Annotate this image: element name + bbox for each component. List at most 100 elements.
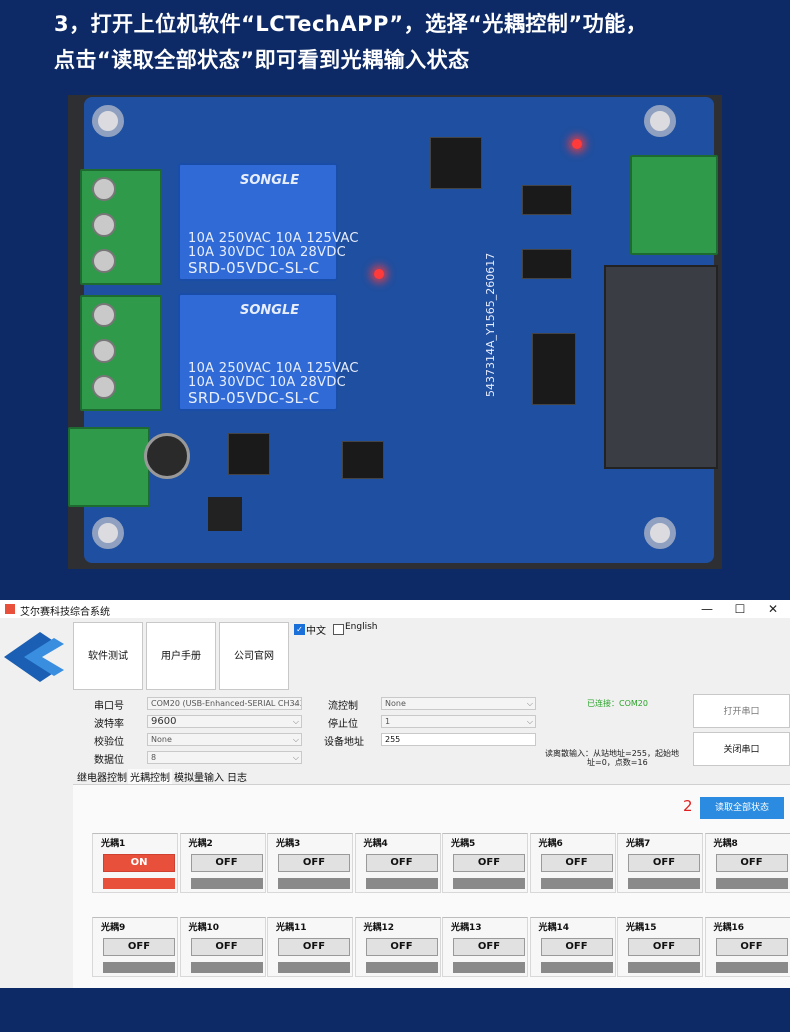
optocoupler-name: 光耦9: [101, 923, 126, 933]
optocoupler-state-button[interactable]: OFF: [278, 938, 350, 956]
relay-model: SRD-05VDC-SL-C: [188, 259, 320, 277]
optocoupler-state-button[interactable]: ON: [103, 854, 175, 872]
terminal-block: [80, 169, 162, 285]
parity-label: 校验位: [94, 737, 124, 748]
port-select[interactable]: COM20 (USB-Enhanced-SERIAL CH343⌵: [147, 697, 302, 710]
chinese-checkbox[interactable]: ✓: [294, 624, 305, 635]
inductor: [208, 497, 242, 531]
databits-select[interactable]: 8⌵: [147, 751, 302, 764]
optocoupler-state-button[interactable]: OFF: [540, 938, 613, 956]
app-window: 艾尔赛科技综合系统 — ☐ ✕ ✓ 中文 English 软件测试 用户手册 公…: [0, 600, 790, 988]
input-terminal: [630, 155, 718, 255]
title-bar: 艾尔赛科技综合系统 — ☐ ✕: [0, 600, 790, 618]
open-port-button[interactable]: 打开串口: [693, 694, 790, 728]
optocoupler-name: 光耦11: [276, 923, 307, 933]
tab-analog-input[interactable]: 模拟量输入: [174, 773, 224, 784]
flow-select[interactable]: None⌵: [381, 697, 536, 710]
relay-model: SRD-05VDC-SL-C: [188, 389, 320, 407]
optocoupler-indicator: [628, 878, 700, 889]
optocoupler-indicator: [190, 878, 263, 889]
optocoupler-state-button[interactable]: OFF: [540, 854, 613, 872]
capacitor: [144, 433, 190, 479]
optocoupler-name: 光耦8: [713, 839, 738, 849]
optocoupler-state-button[interactable]: OFF: [190, 938, 263, 956]
optocoupler-name: 光耦13: [451, 923, 482, 933]
chevron-down-icon: ⌵: [292, 735, 299, 744]
screw: [92, 249, 116, 273]
baud-select[interactable]: 9600⌵: [147, 715, 302, 728]
tab-relay-control[interactable]: 继电器控制: [77, 773, 127, 784]
close-port-button[interactable]: 关闭串口: [693, 732, 790, 766]
optocoupler-indicator: [453, 962, 525, 973]
optocoupler-indicator: [715, 962, 788, 973]
close-button[interactable]: ✕: [767, 602, 779, 616]
baud-value: 9600: [151, 716, 177, 727]
read-all-status-button[interactable]: 读取全部状态: [700, 797, 784, 819]
optocoupler-chip: [522, 185, 572, 215]
optocoupler-name: 光耦2: [188, 839, 213, 849]
status-led: [374, 269, 384, 279]
optocoupler-name: 光耦16: [713, 923, 745, 933]
relay-brand: SONGLE: [240, 173, 300, 188]
optocoupler-name: 光耦3: [276, 839, 301, 849]
tab-optocoupler-control[interactable]: 光耦控制: [128, 769, 172, 784]
mcu-chip: [430, 137, 482, 189]
optocoupler-state-button[interactable]: OFF: [365, 938, 438, 956]
board-code: 5437314A_Y1565_260617: [484, 252, 497, 397]
optocoupler-state-button[interactable]: OFF: [453, 938, 525, 956]
optocoupler-state-button[interactable]: OFF: [628, 938, 700, 956]
parity-value: None: [151, 735, 172, 744]
baud-label: 波特率: [94, 719, 124, 730]
flow-label: 流控制: [328, 701, 358, 712]
optocoupler-indicator: [278, 962, 350, 973]
parity-select[interactable]: None ⌵: [147, 733, 302, 746]
optocoupler-state-button[interactable]: OFF: [715, 938, 788, 956]
screw: [92, 213, 116, 237]
optocoupler-chip: [522, 249, 572, 279]
app-icon: [5, 604, 15, 614]
optocoupler-indicator: [103, 962, 175, 973]
optocoupler-state-button[interactable]: OFF: [715, 854, 788, 872]
software-test-button[interactable]: 软件测试: [73, 622, 143, 690]
optocoupler-name: 光耦7: [626, 839, 651, 849]
optocoupler-state-button[interactable]: OFF: [190, 854, 263, 872]
stopbits-label: 停止位: [328, 719, 358, 730]
relay-spec: 10A 30VDC 10A 28VDC: [188, 375, 347, 390]
company-website-button[interactable]: 公司官网: [219, 622, 289, 690]
relay-2: SONGLE 10A 250VAC 10A 125VAC 10A 30VDC 1…: [178, 293, 359, 411]
tab-log[interactable]: 日志: [227, 773, 247, 784]
maximize-button[interactable]: ☐: [734, 602, 746, 616]
databits-value: 8: [151, 753, 157, 762]
screw: [92, 375, 116, 399]
english-checkbox[interactable]: [333, 624, 344, 635]
stopbits-select[interactable]: 1⌵: [381, 715, 536, 728]
minimize-button[interactable]: —: [701, 602, 713, 616]
address-input[interactable]: 255: [381, 733, 536, 746]
optocoupler-state-button[interactable]: OFF: [103, 938, 175, 956]
user-manual-button[interactable]: 用户手册: [146, 622, 216, 690]
discrete-info-line-2: 址=0，点数=16: [587, 758, 648, 767]
mount-hole: [92, 105, 124, 137]
databits-label: 数据位: [94, 755, 124, 766]
driver-chip: [532, 333, 576, 405]
optocoupler-state-button[interactable]: OFF: [365, 854, 438, 872]
optocoupler-name: 光耦12: [363, 923, 395, 933]
optocoupler-state-button[interactable]: OFF: [628, 854, 700, 872]
optocoupler-name: 光耦10: [188, 923, 220, 933]
optocoupler-state-button[interactable]: OFF: [278, 854, 350, 872]
optocoupler-state-button[interactable]: OFF: [453, 854, 525, 872]
mount-hole: [644, 105, 676, 137]
board-photo: SONGLE 10A 250VAC 10A 125VAC 10A 30VDC 1…: [68, 95, 722, 569]
flow-value: None: [385, 699, 406, 708]
chevron-down-icon: ⌵: [292, 753, 299, 762]
stopbits-value: 1: [385, 717, 391, 726]
